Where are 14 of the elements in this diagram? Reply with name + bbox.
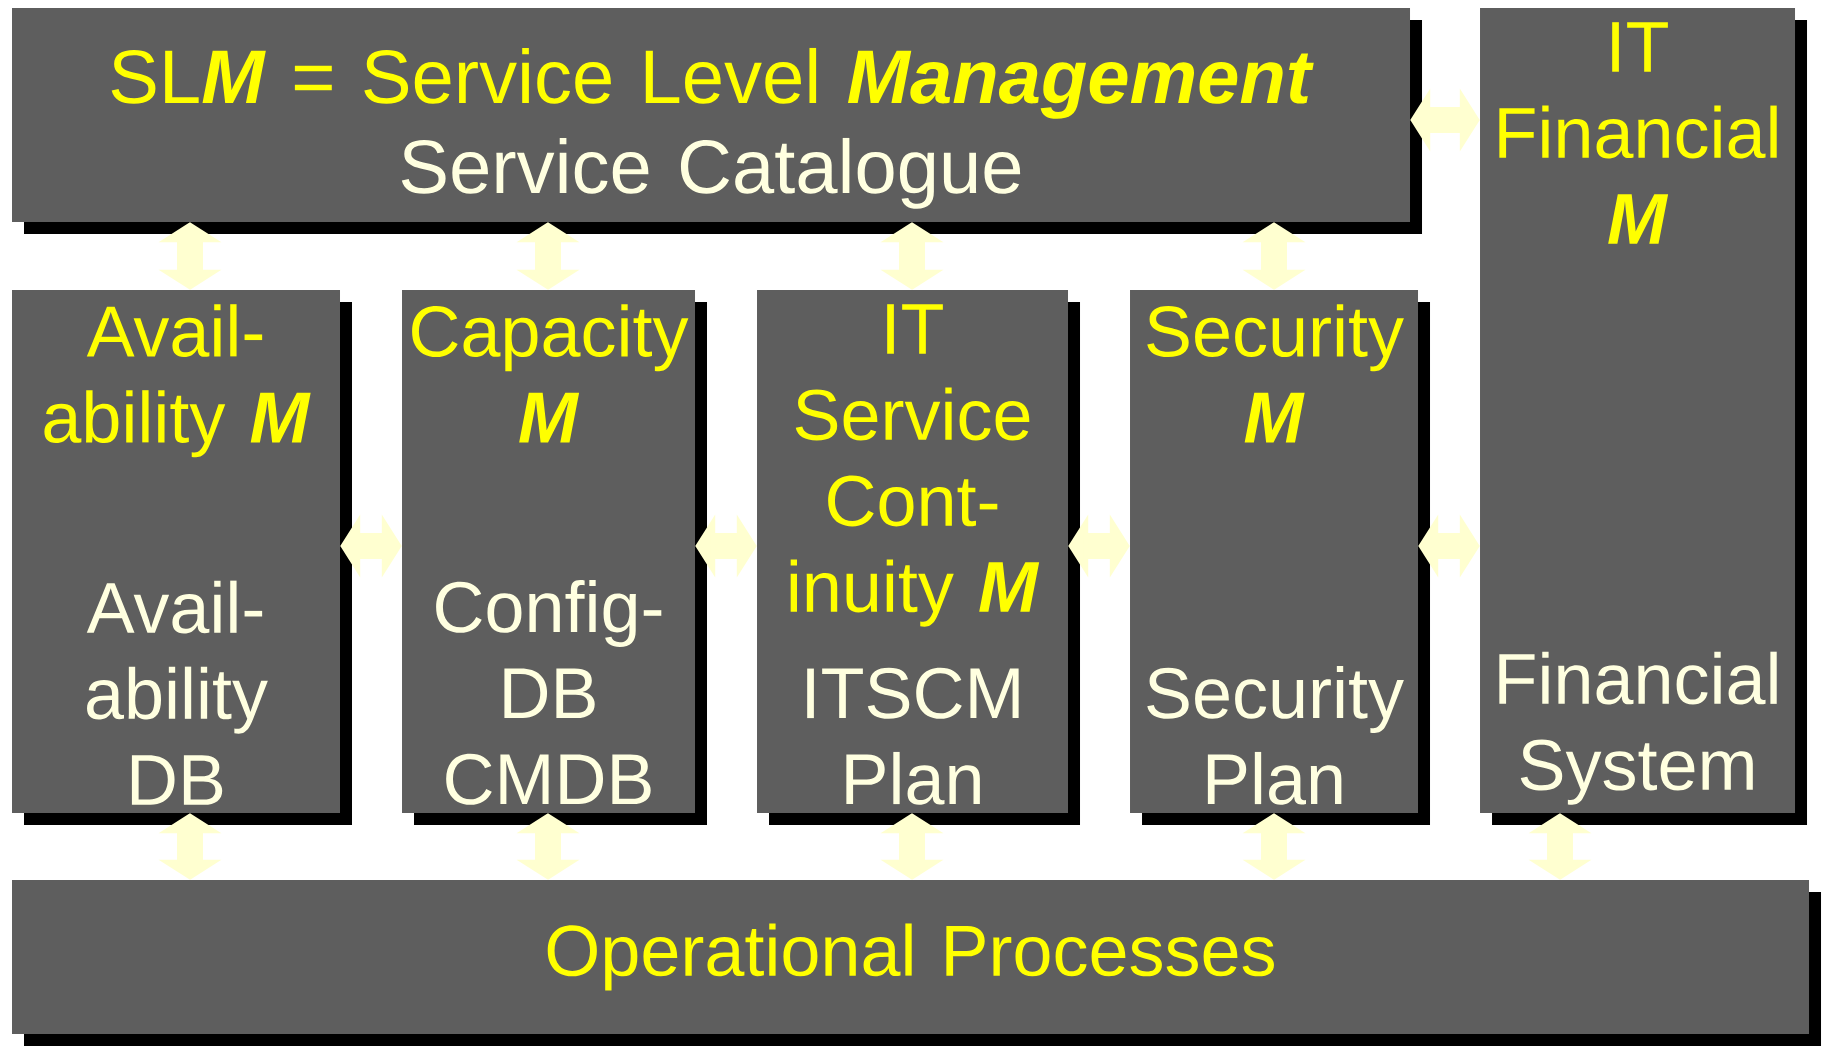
- double-arrow: [880, 813, 944, 880]
- double-arrow: [158, 222, 222, 290]
- double-arrow: [1242, 222, 1306, 290]
- double-arrow: [340, 514, 402, 578]
- double-arrow: [516, 222, 580, 290]
- double-arrow: [1068, 514, 1130, 578]
- double-arrow: [695, 514, 757, 578]
- double-arrow: [516, 813, 580, 880]
- double-arrow: [1528, 813, 1592, 880]
- double-arrow: [1242, 813, 1306, 880]
- double-arrow: [158, 813, 222, 880]
- double-arrow: [1418, 514, 1480, 578]
- double-arrow: [880, 222, 944, 290]
- double-arrow: [1410, 88, 1480, 152]
